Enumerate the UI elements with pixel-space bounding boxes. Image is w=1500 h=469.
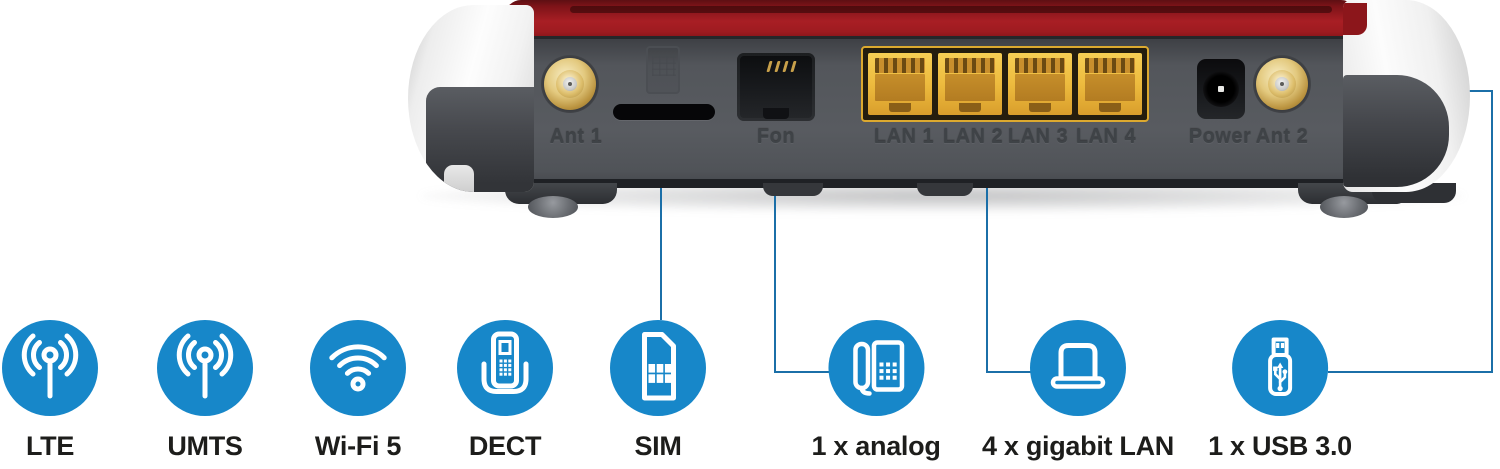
lan-port-cavity (945, 74, 995, 101)
lan-port-2 (938, 53, 1002, 115)
fon-pin (766, 61, 773, 72)
fon-pin (782, 61, 789, 72)
connector-line-fon-vertical (773, 172, 776, 373)
feature-circle (157, 320, 253, 416)
feature-circle (1029, 320, 1126, 416)
feature-circle (457, 320, 553, 416)
antenna-connector-1 (541, 55, 599, 113)
usb-stick-icon (1268, 337, 1292, 396)
connector-line-usb-vertical (1490, 89, 1493, 373)
cellular-antenna-icon (21, 333, 79, 399)
router-red-groove (570, 6, 1332, 13)
feature-umts: UMTS (157, 320, 253, 460)
fon-pin (774, 61, 781, 72)
port-label-power: Power (1188, 126, 1252, 148)
port-label-lan2: LAN 2 (942, 126, 1004, 148)
desk-phone-icon (852, 340, 904, 396)
feature-circle (1232, 320, 1328, 416)
laptop-icon (1050, 343, 1106, 389)
feature-label: Wi-Fi 5 (314, 431, 402, 461)
feature-label: UMTS (167, 431, 243, 461)
fon-rj11-port (737, 53, 815, 121)
left-cap-notch (444, 165, 474, 192)
router-foot-left-bump (528, 196, 578, 218)
sma-pin-hole (1280, 82, 1284, 86)
sim-card-icon (642, 332, 676, 401)
feature-label: 4 x gigabit LAN (981, 431, 1175, 461)
lan-port-tab (889, 103, 911, 112)
power-jack (1197, 59, 1245, 119)
right-cap-recess (1343, 75, 1449, 187)
feature-label: LTE (25, 431, 75, 461)
wifi-icon (329, 344, 387, 392)
feature-analog: 1 x analog (811, 320, 941, 461)
feature-label: 1 x analog (811, 431, 941, 461)
feature-label: 1 x USB 3.0 (1208, 431, 1352, 461)
port-label-fon: Fon (756, 126, 796, 148)
antenna-connector-2 (1253, 55, 1311, 113)
port-label-ant2: Ant 2 (1255, 126, 1309, 148)
feature-circle (2, 320, 98, 416)
router-left-end-cap (408, 5, 534, 192)
sim-emboss-icon (646, 46, 680, 94)
router-right-end-cap (1343, 0, 1470, 192)
lan-port-cavity (1085, 74, 1135, 101)
connector-line-usb-bottom (1328, 370, 1493, 373)
fon-clip-notch (763, 108, 789, 119)
lan-port-1 (868, 53, 932, 115)
lan-port-contacts (1085, 58, 1135, 73)
connector-line-lan-horizontal (985, 370, 1032, 373)
feature-wifi5: Wi-Fi 5 (310, 320, 406, 460)
power-jack-pin (1218, 86, 1224, 92)
lan-port-contacts (875, 58, 925, 73)
lan-port-3 (1008, 53, 1072, 115)
lan-port-tab (959, 103, 981, 112)
cellular-antenna-icon (176, 333, 234, 399)
feature-circle (610, 320, 706, 416)
feature-gigabit-lan: 4 x gigabit LAN (982, 320, 1174, 460)
left-cap-recess (426, 87, 534, 192)
sim-card-slot (613, 104, 715, 120)
lan-port-cavity (875, 74, 925, 101)
router-foot-mid-1 (763, 183, 823, 196)
connector-line-fon-horizontal (773, 370, 830, 373)
feature-label: DECT (468, 431, 542, 461)
feature-lte: LTE (2, 320, 98, 460)
lan-port-contacts (1015, 58, 1065, 73)
port-label-lan1: LAN 1 (873, 126, 935, 148)
feature-sim: SIM (610, 320, 706, 460)
connector-line-sim (659, 172, 662, 320)
lan-port-cavity (1015, 74, 1065, 101)
feature-usb: 1 x USB 3.0 (1208, 320, 1352, 460)
router-foot-mid-2 (917, 183, 973, 196)
lan-port-4 (1078, 53, 1142, 115)
lan-port-tab (1029, 103, 1051, 112)
feature-label: SIM (634, 431, 682, 461)
port-label-ant1: Ant 1 (549, 126, 603, 148)
lan-port-contacts (945, 58, 995, 73)
port-label-lan4: LAN 4 (1075, 126, 1137, 148)
right-cap-red-tip (1343, 3, 1367, 35)
port-label-lan3: LAN 3 (1007, 126, 1069, 148)
feature-circle (828, 320, 924, 416)
cordless-phone-icon (481, 331, 529, 394)
feature-dect: DECT (457, 320, 553, 460)
fon-pin (790, 61, 797, 72)
router-foot-right-bump (1320, 196, 1368, 218)
sma-pin-hole (568, 82, 572, 86)
connector-line-lan-vertical (985, 172, 988, 373)
lan-port-tab (1099, 103, 1121, 112)
feature-circle (310, 320, 406, 416)
lan-port-block (861, 46, 1149, 122)
